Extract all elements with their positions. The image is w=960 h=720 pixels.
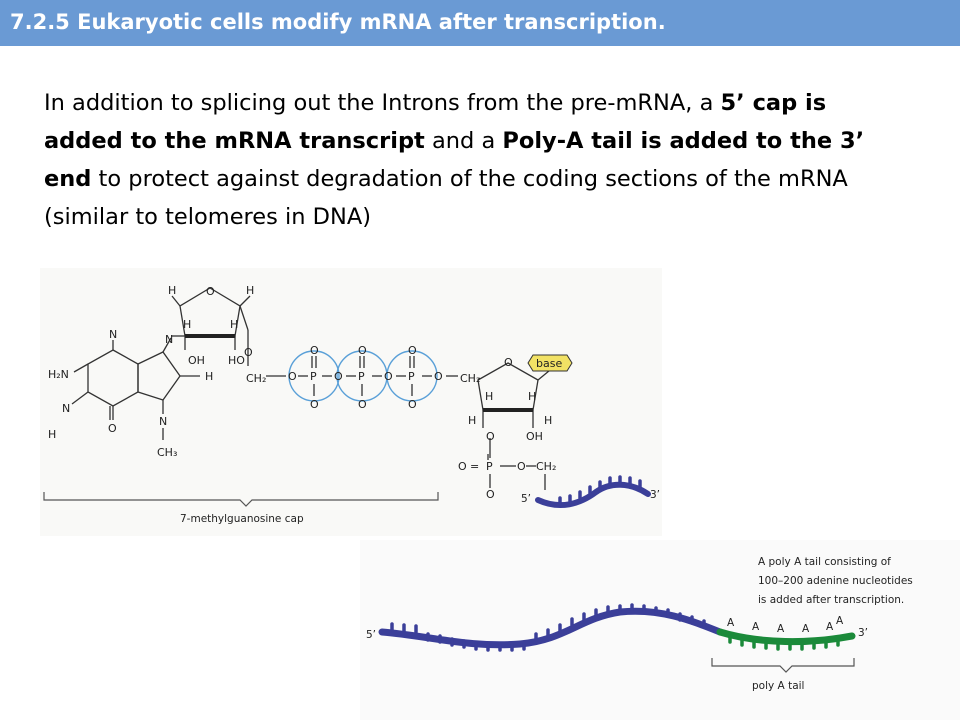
poly-a-tail-figure: A poly A tail consisting of 100–200 aden… bbox=[360, 540, 960, 720]
atom-label: OH bbox=[188, 354, 205, 367]
atom-label: H bbox=[230, 318, 238, 331]
poly-a-note-line: A poly A tail consisting of bbox=[758, 556, 891, 568]
atom-label: H bbox=[468, 414, 476, 427]
poly-a-bracket bbox=[711, 658, 855, 673]
cap-structure-diagram: O H H H H N N H₂N H N O H N CH₃ OH HO O … bbox=[43, 284, 660, 525]
base-tag-label: base bbox=[536, 357, 562, 370]
poly-a-bases bbox=[728, 634, 840, 651]
atom-label: O bbox=[517, 460, 526, 473]
cap-mrna-strand bbox=[535, 481, 651, 509]
atom-label: O bbox=[358, 398, 367, 411]
tail-five-prime-label: 5’ bbox=[366, 629, 376, 641]
cap-five-prime-label: 5’ bbox=[521, 493, 531, 505]
adenine-label: A bbox=[777, 623, 785, 635]
adenine-label: A bbox=[802, 623, 810, 635]
atom-label: H bbox=[205, 370, 213, 383]
slide-title-bar: 7.2.5 Eukaryotic cells modify mRNA after… bbox=[0, 0, 960, 46]
paragraph-bold-polya: Poly-A tail is added to the 3’ end bbox=[44, 128, 865, 192]
adenine-label: A bbox=[836, 615, 844, 627]
atom-label: CH₂ bbox=[246, 372, 266, 385]
cap-caption: 7-methylguanosine cap bbox=[180, 513, 304, 525]
atom-label: O bbox=[486, 430, 495, 443]
atom-label: O bbox=[408, 344, 417, 357]
paragraph-text-2: and a bbox=[424, 128, 503, 154]
adenine-label: A bbox=[826, 621, 834, 633]
cap-three-prime-label: 3’ bbox=[650, 489, 660, 501]
atom-label: P bbox=[310, 370, 317, 383]
poly-a-note-line: is added after transcription. bbox=[758, 594, 904, 606]
tail-strand-bases bbox=[390, 603, 706, 652]
atom-label: H₂N bbox=[48, 368, 69, 381]
adenine-label: A bbox=[727, 617, 735, 629]
atom-label: N bbox=[159, 415, 167, 428]
base-tag bbox=[527, 354, 573, 372]
atom-label: O bbox=[358, 344, 367, 357]
paragraph-bold-cap: 5’ cap is added to the mRNA transcript bbox=[44, 90, 827, 154]
poly-a-note-line: 100–200 adenine nucleotides bbox=[758, 575, 913, 587]
atom-label: = bbox=[470, 460, 479, 473]
atom-label: O bbox=[434, 370, 443, 383]
phosphate-circle-3 bbox=[386, 350, 438, 402]
atom-label: P bbox=[408, 370, 415, 383]
slide-title: 7.2.5 Eukaryotic cells modify mRNA after… bbox=[10, 10, 666, 34]
atom-label: O bbox=[244, 346, 253, 359]
adenine-label: A bbox=[752, 621, 760, 633]
atom-label: H bbox=[528, 390, 536, 403]
atom-label: HO bbox=[228, 354, 245, 367]
atom-label: N bbox=[109, 328, 117, 341]
atom-label: O bbox=[310, 398, 319, 411]
atom-label: H bbox=[246, 284, 254, 297]
atom-label: H bbox=[168, 284, 176, 297]
atom-label: H bbox=[485, 390, 493, 403]
phosphate-circle-1 bbox=[288, 350, 340, 402]
atom-label: O bbox=[458, 460, 467, 473]
tail-three-prime-label: 3’ bbox=[858, 627, 868, 639]
atom-label: N bbox=[165, 333, 173, 346]
atom-label: O bbox=[384, 370, 393, 383]
atom-label: O bbox=[334, 370, 343, 383]
cap-bracket bbox=[43, 492, 439, 507]
atom-label: H bbox=[48, 428, 56, 441]
cap-strand-bases bbox=[558, 475, 642, 506]
atom-label: CH₂ bbox=[536, 460, 556, 473]
poly-a-bracket-label: poly A tail bbox=[752, 680, 804, 692]
atom-label: N bbox=[62, 402, 70, 415]
atom-label: CH₂ bbox=[460, 372, 480, 385]
tail-mrna-strand bbox=[378, 607, 724, 649]
body-paragraph: In addition to splicing out the Introns … bbox=[44, 84, 874, 236]
atom-label: O bbox=[408, 398, 417, 411]
paragraph-text-1: In addition to splicing out the Introns … bbox=[44, 90, 721, 116]
atom-label: O bbox=[310, 344, 319, 357]
atom-label: H bbox=[183, 318, 191, 331]
atom-label: O bbox=[288, 370, 297, 383]
atom-label: P bbox=[486, 460, 493, 473]
atom-label: O bbox=[504, 356, 513, 369]
atom-label: O bbox=[486, 488, 495, 501]
atom-label: O bbox=[108, 422, 117, 435]
atom-label: P bbox=[358, 370, 365, 383]
atom-label: CH₃ bbox=[157, 446, 177, 459]
cap-structure-figure: O H H H H N N H₂N H N O H N CH₃ OH HO O … bbox=[40, 268, 662, 536]
paragraph-text-3: to protect against degradation of the co… bbox=[44, 166, 848, 230]
poly-a-tail-diagram: A poly A tail consisting of 100–200 aden… bbox=[366, 556, 913, 692]
atom-label: O bbox=[206, 285, 215, 298]
atom-label: H bbox=[544, 414, 552, 427]
atom-label: OH bbox=[526, 430, 543, 443]
poly-a-segment bbox=[716, 628, 856, 646]
